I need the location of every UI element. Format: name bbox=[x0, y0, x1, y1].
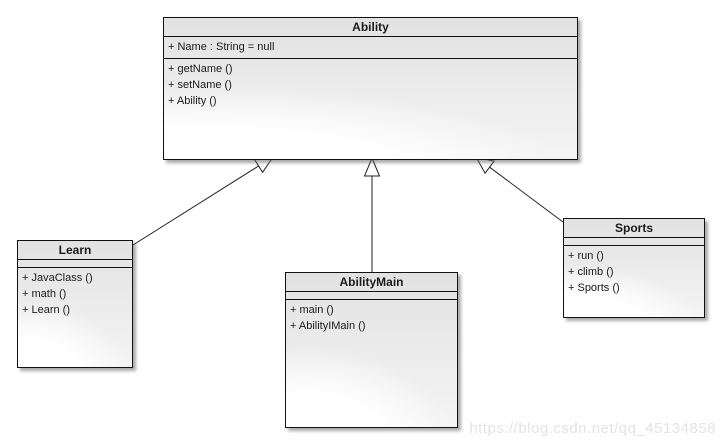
attribute-line: + Name : String = null bbox=[168, 41, 275, 53]
method-line: + climb () bbox=[568, 266, 614, 278]
attributes-section-learn bbox=[18, 260, 132, 268]
methods-section-abilitymain: + main () + AbilityIMain () bbox=[286, 300, 457, 427]
method-line: + run () bbox=[568, 250, 604, 262]
class-name-sports: Sports bbox=[564, 219, 704, 238]
class-name-abilitymain: AbilityMain bbox=[286, 273, 457, 292]
method-line: + Learn () bbox=[22, 304, 70, 316]
method-line: + Sports () bbox=[568, 282, 620, 294]
class-box-ability: Ability + Name : String = null + getName… bbox=[163, 17, 578, 160]
method-line: + Ability () bbox=[168, 95, 217, 107]
method-line: + setName () bbox=[168, 79, 232, 91]
class-box-learn: Learn + JavaClass () + math () + Learn (… bbox=[17, 240, 133, 368]
attributes-section-sports bbox=[564, 238, 704, 246]
method-line: + math () bbox=[22, 288, 67, 300]
method-line: + AbilityIMain () bbox=[290, 320, 366, 332]
watermark-text: https://blog.csdn.net/qq_45134858 bbox=[469, 420, 716, 437]
method-line: + getName () bbox=[168, 63, 233, 75]
methods-section-sports: + run () + climb () + Sports () bbox=[564, 246, 704, 317]
class-name-learn: Learn bbox=[18, 241, 132, 260]
method-line: + JavaClass () bbox=[22, 272, 93, 284]
methods-section-ability: + getName () + setName () + Ability () bbox=[164, 59, 577, 159]
class-box-abilitymain: AbilityMain + main () + AbilityIMain () bbox=[285, 272, 458, 428]
method-line: + main () bbox=[290, 304, 334, 316]
class-name-ability: Ability bbox=[164, 18, 577, 37]
generalization-arrow-abilitymain-to-ability bbox=[363, 156, 381, 272]
class-box-sports: Sports + run () + climb () + Sports () bbox=[563, 218, 705, 318]
attributes-section-abilitymain bbox=[286, 292, 457, 300]
attributes-section-ability: + Name : String = null bbox=[164, 37, 577, 59]
generalization-arrow-sports-to-ability bbox=[475, 156, 564, 223]
generalization-arrow-learn-to-ability bbox=[132, 156, 275, 246]
methods-section-learn: + JavaClass () + math () + Learn () bbox=[18, 268, 132, 367]
